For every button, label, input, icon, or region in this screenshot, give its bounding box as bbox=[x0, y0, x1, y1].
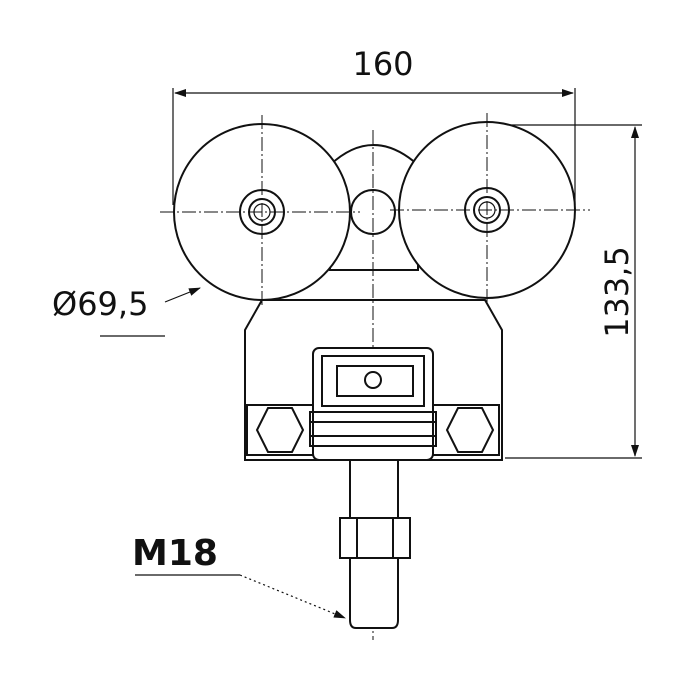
bracket-inner bbox=[321, 355, 425, 407]
threaded-rod-lower bbox=[349, 557, 399, 629]
left-bolt bbox=[246, 404, 314, 456]
width-label: 160 bbox=[352, 45, 413, 83]
wheel-diameter-label: Ø69,5 bbox=[52, 285, 148, 323]
grease-nipple bbox=[364, 371, 382, 389]
swivel-block bbox=[336, 365, 414, 397]
wheel-diameter-annotation: Ø69,5 bbox=[52, 285, 201, 337]
thread-annotation: M18 bbox=[132, 533, 346, 619]
clamp-band bbox=[309, 411, 437, 447]
height-dimension: 133,5 bbox=[500, 124, 642, 459]
width-dimension: 160 bbox=[172, 45, 576, 205]
right-bolt bbox=[432, 404, 500, 456]
right-wheel bbox=[390, 113, 590, 305]
hex-nut bbox=[339, 517, 411, 559]
left-wheel bbox=[160, 115, 360, 305]
thread-label: M18 bbox=[132, 533, 218, 574]
height-label: 133,5 bbox=[598, 246, 636, 338]
threaded-rod-upper bbox=[349, 459, 399, 521]
